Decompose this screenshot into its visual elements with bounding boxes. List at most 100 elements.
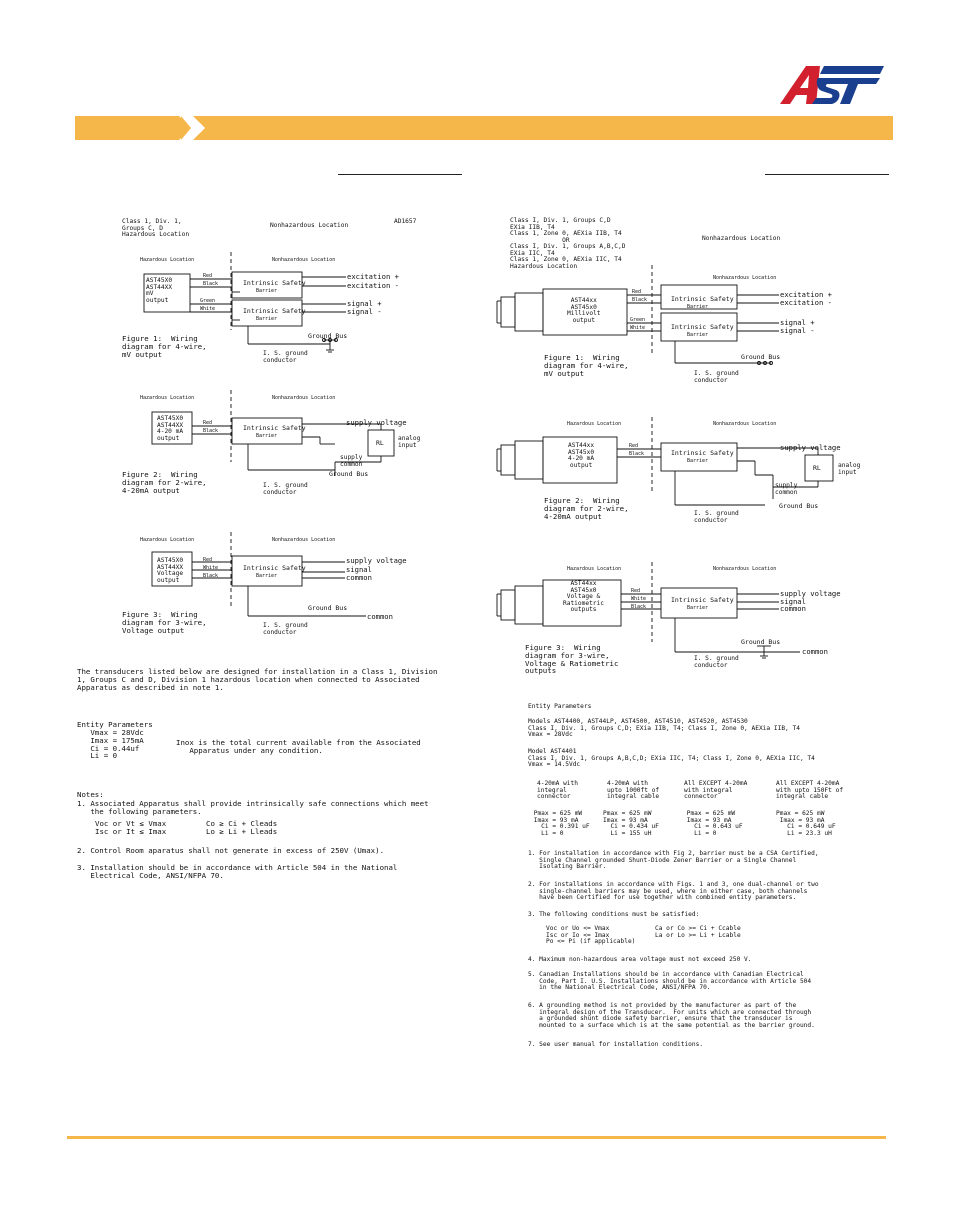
svg-text:Nonhazardous Location: Nonhazardous Location (713, 421, 776, 427)
svg-text:Nonhazardous Location: Nonhazardous Location (272, 257, 335, 263)
right-note-4: 4. Maximum non-hazardous area voltage mu… (528, 956, 752, 963)
right-entity-col1-vals: Pmax = 625 mW Imax = 93 mA Ci = 0.391 uF… (533, 810, 590, 837)
left-fig1-sensor: AST45X0 AST44XX mV output (146, 277, 173, 304)
svg-text:Black: Black (203, 281, 218, 287)
left-title-underline (338, 174, 462, 175)
right-entity-col3-vals: Pmax = 625 mW Imax = 93 mA Ci = 0.643 uF… (686, 810, 743, 837)
svg-text:Ground Bus: Ground Bus (329, 470, 368, 478)
svg-text:Barrier: Barrier (687, 332, 708, 338)
footer-rule (67, 1136, 886, 1139)
svg-text:Intrinsic Safety: Intrinsic Safety (671, 449, 734, 457)
right-entity-col2-head: 4-20mA with upto 1000ft of integral cabl… (607, 780, 660, 800)
left-note-3: 3. Installation should be in accordance … (77, 863, 398, 880)
svg-text:supply voltage: supply voltage (346, 418, 407, 427)
svg-text:Barrier: Barrier (256, 433, 277, 439)
svg-text:Black: Black (629, 451, 644, 457)
svg-text:excitation -: excitation - (780, 298, 832, 307)
left-fig2-caption: Figure 2: Wiring diagram for 2-wire, 4-2… (122, 470, 207, 495)
left-fig2-supply-common: supply common (340, 454, 363, 468)
svg-text:Hazardous Location: Hazardous Location (567, 566, 621, 572)
right-fig3-caption: Figure 3: Wiring diagram for 3-wire, Vol… (525, 643, 619, 676)
header-banner (75, 116, 893, 140)
right-fig3-gnd-conductor: I. S. ground conductor (694, 655, 739, 669)
left-fig2-sensor: AST45X0 AST44XX 4-20 mA output (157, 415, 184, 442)
left-fig3-gnd-conductor: I. S. ground conductor (263, 622, 308, 636)
right-entity-col4-head: All EXCEPT 4-20mA with upto 150Ft of int… (776, 780, 844, 800)
right-fig1-caption: Figure 1: Wiring diagram for 4-wire, mV … (544, 353, 629, 378)
svg-text:Green: Green (200, 298, 215, 304)
svg-text:Hazardous Location: Hazardous Location (140, 257, 194, 263)
right-note-5: 5. Canadian Installations should be in a… (528, 971, 812, 991)
right-note-3-eq-left: Voc or Uo <= Vmax Isc or Io <= Imax Po <… (546, 925, 636, 945)
svg-text:Nonhazardous Location: Nonhazardous Location (272, 537, 335, 543)
right-fig1-gnd-conductor: I. S. ground conductor (694, 370, 739, 384)
left-fig1-diagram: Hazardous Location Nonhazardous Location… (140, 252, 400, 353)
svg-text:Black: Black (203, 428, 218, 434)
right-fig3-diagram: Hazardous Location Nonhazardous Location… (496, 562, 841, 659)
svg-text:excitation -: excitation - (347, 281, 399, 290)
svg-text:Barrier: Barrier (687, 458, 708, 464)
svg-text:Ground Bus: Ground Bus (779, 502, 818, 510)
svg-text:Black: Black (632, 297, 647, 303)
right-fig2-sensor: AST44xx AST45x0 4-20 mA output (568, 442, 595, 469)
svg-text:common: common (802, 647, 828, 656)
right-note-3-eq-right: Ca or Co >= Ci + Ccable La or Lo >= Li +… (655, 925, 741, 939)
right-fig2-caption: Figure 2: Wiring diagram for 2-wire, 4-2… (544, 496, 629, 521)
left-fig2-gnd-conductor: I. S. ground conductor (263, 482, 308, 496)
right-title-underline (765, 174, 889, 175)
ast-logo (780, 66, 884, 104)
svg-text:Barrier: Barrier (687, 605, 708, 611)
left-entity-title: Entity Parameters (77, 720, 153, 729)
svg-text:Intrinsic Safety: Intrinsic Safety (671, 596, 734, 604)
svg-text:supply voltage: supply voltage (780, 443, 841, 452)
doc-number: AD1657 (394, 218, 417, 225)
left-nonhaz-heading: Nonhazardous Location (270, 222, 349, 229)
right-fig1-diagram: Nonhazardous Location Red Black Green Wh… (496, 265, 833, 365)
svg-text:Intrinsic Safety: Intrinsic Safety (671, 295, 734, 303)
svg-text:Nonhazardous Location: Nonhazardous Location (272, 395, 335, 401)
svg-text:Barrier: Barrier (687, 304, 708, 310)
svg-text:Barrier: Barrier (256, 288, 277, 294)
right-entity-models1: Models AST4400, AST44LP, AST4500, AST451… (528, 718, 800, 738)
svg-text:signal -: signal - (780, 326, 815, 335)
right-hazard-class: Class I, Div. 1, Groups C,D EXia IIB, T4… (510, 217, 626, 270)
svg-text:RL: RL (813, 464, 821, 472)
left-fig2-diagram: Hazardous Location Nonhazardous Location… (140, 390, 407, 478)
right-entity-col3-head: All EXCEPT 4-20mA with integral connecto… (684, 780, 748, 800)
svg-text:Intrinsic Safety: Intrinsic Safety (243, 307, 306, 315)
svg-text:excitation +: excitation + (347, 272, 400, 281)
left-note-1-eq-right: Co ≥ Ci + Cleads Lo ≥ Li + Lleads (206, 819, 278, 836)
right-fig2-analog-input: analog input (838, 462, 861, 476)
svg-text:Red: Red (632, 289, 641, 295)
left-note-2: 2. Control Room aparatus shall not gener… (77, 846, 385, 855)
svg-text:Barrier: Barrier (256, 573, 277, 579)
svg-text:Intrinsic Safety: Intrinsic Safety (671, 323, 734, 331)
right-entity-title: Entity Parameters (528, 703, 592, 710)
left-fig3-diagram: Hazardous Location Nonhazardous Location… (140, 532, 407, 621)
right-fig2-diagram: Hazardous Location Nonhazardous Location… (496, 417, 841, 510)
svg-text:Nonhazardous Location: Nonhazardous Location (713, 566, 776, 572)
svg-text:Red: Red (631, 588, 640, 594)
left-fig3-sensor: AST45X0 AST44XX Voltage output (157, 557, 184, 584)
svg-text:White: White (203, 565, 218, 571)
right-fig1-sensor: AST44xx AST45x0 Millivolt output (567, 297, 601, 324)
svg-text:signal +: signal + (780, 318, 815, 327)
svg-text:Barrier: Barrier (256, 316, 277, 322)
svg-text:White: White (200, 306, 215, 312)
left-notes-title: Notes: (77, 790, 104, 799)
svg-text:common: common (346, 573, 372, 582)
left-note-1-eq-left: Voc or Vt ≤ Vmax Isc or It ≤ Imax (95, 819, 167, 836)
svg-text:common: common (367, 612, 393, 621)
right-note-3: 3. The following conditions must be sati… (528, 911, 700, 918)
left-fig1-caption: Figure 1: Wiring diagram for 4-wire, mV … (122, 334, 207, 359)
svg-text:Ground Bus: Ground Bus (741, 638, 780, 646)
right-entity-col1-head: 4-20mA with integral connector (537, 780, 578, 800)
svg-text:Hazardous Location: Hazardous Location (140, 537, 194, 543)
svg-text:Ground Bus: Ground Bus (741, 353, 780, 361)
right-entity-col2-vals: Pmax = 625 mW Imax = 93 mA Ci = 0.434 uF… (603, 810, 659, 837)
svg-text:Green: Green (630, 317, 645, 323)
svg-text:excitation +: excitation + (780, 290, 833, 299)
svg-text:Red: Red (203, 273, 212, 279)
right-fig2-gnd-conductor: I. S. ground conductor (694, 510, 739, 524)
svg-text:Black: Black (631, 604, 646, 610)
